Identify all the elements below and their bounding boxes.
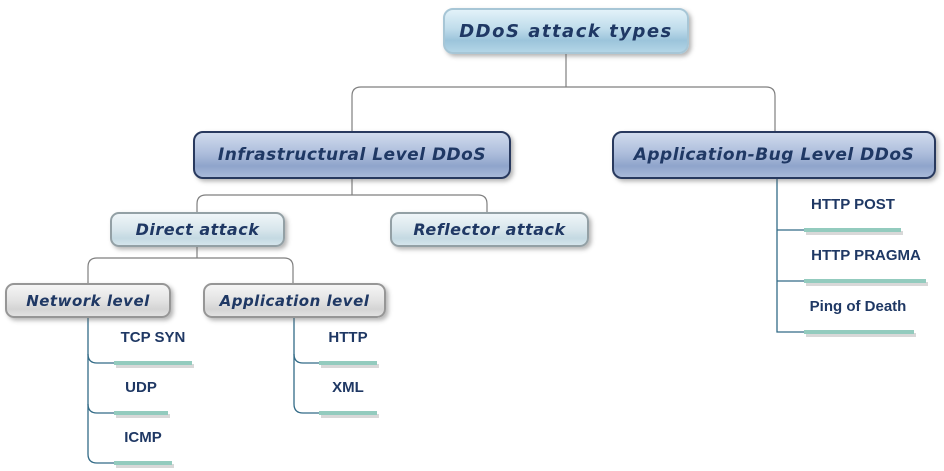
leaf-ping-of-death[interactable]: Ping of Death bbox=[809, 298, 907, 315]
trunk-applevel bbox=[293, 318, 319, 414]
leaf-xml[interactable]: XML bbox=[332, 379, 364, 396]
node-reflector-attack-label: Reflector attack bbox=[413, 220, 566, 239]
leaf-tcp-syn[interactable]: TCP SYN bbox=[120, 329, 186, 346]
leaf-http-post[interactable]: HTTP POST bbox=[811, 196, 895, 213]
node-direct-attack-label: Direct attack bbox=[135, 220, 260, 239]
trunk-network-branch-udp bbox=[87, 403, 114, 414]
leaf-udp[interactable]: UDP bbox=[125, 379, 157, 396]
node-direct-attack[interactable]: Direct attack bbox=[110, 212, 285, 247]
node-ddos-attack-types-label: DDoS attack types bbox=[459, 20, 673, 42]
node-reflector-attack[interactable]: Reflector attack bbox=[390, 212, 589, 247]
leaf-http-pragma[interactable]: HTTP PRAGMA bbox=[811, 247, 921, 264]
leaf-icmp[interactable]: ICMP bbox=[124, 429, 162, 446]
node-network-level[interactable]: Network level bbox=[5, 283, 171, 318]
leaf-http[interactable]: HTTP bbox=[328, 329, 368, 346]
node-infrastructural-level-ddos-label: Infrastructural Level DDoS bbox=[217, 145, 487, 165]
trunk-network-branch-tcp-syn bbox=[87, 353, 114, 364]
leaf-underlines bbox=[114, 228, 926, 465]
node-ddos-attack-types[interactable]: DDoS attack types bbox=[443, 8, 689, 54]
node-application-level-label: Application level bbox=[219, 291, 370, 310]
node-application-bug-level-ddos[interactable]: Application-Bug Level DDoS bbox=[612, 131, 936, 179]
connector-root-bracket bbox=[351, 86, 776, 131]
node-application-level[interactable]: Application level bbox=[203, 283, 386, 318]
node-infrastructural-level-ddos[interactable]: Infrastructural Level DDoS bbox=[193, 131, 511, 179]
connector-infra-bracket bbox=[196, 194, 488, 212]
leaf-underline-shadows bbox=[116, 231, 928, 468]
trunk-applevel-branch-http bbox=[293, 353, 319, 364]
node-network-level-label: Network level bbox=[26, 291, 150, 310]
connector-direct-bracket bbox=[87, 257, 294, 283]
node-application-bug-level-ddos-label: Application-Bug Level DDoS bbox=[633, 145, 915, 165]
